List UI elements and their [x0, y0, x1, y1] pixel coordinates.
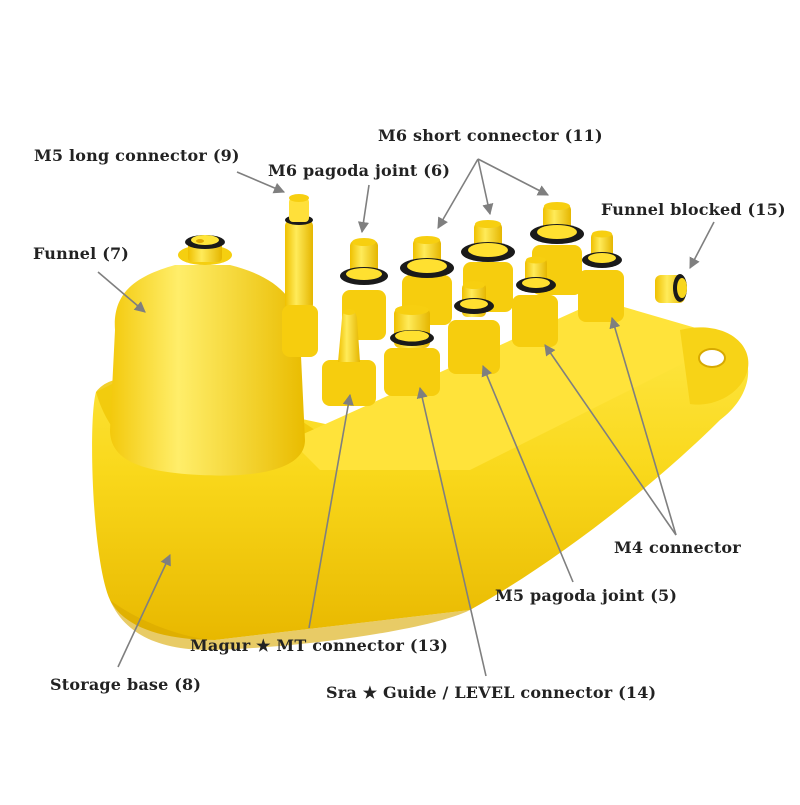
- label-m5-pagoda-joint: M5 pagoda joint (5): [495, 586, 678, 605]
- funnel-blocked: [655, 274, 687, 303]
- m5-pagoda-joint: [448, 281, 500, 374]
- label-funnel-blocked: Funnel blocked (15): [601, 200, 786, 219]
- leader-m4-a: [609, 316, 677, 536]
- leader-magur: [308, 393, 354, 629]
- label-m5-long-connector: M5 long connector (9): [34, 146, 240, 165]
- leader-m4-b: [544, 344, 677, 536]
- leader-m6-pagoda: [357, 184, 370, 234]
- magur-mt-connector: [322, 309, 376, 406]
- label-sra-guide-level-connector: Sra ★ Guide / LEVEL connector (14): [326, 683, 657, 702]
- leader-m6-short-a: [437, 158, 479, 229]
- leader-m5-pagoda: [481, 364, 574, 583]
- m6-short-connector-3: [530, 202, 584, 295]
- label-funnel: Funnel (7): [33, 244, 130, 263]
- m5-long-connector: [282, 194, 318, 357]
- leader-lines: [97, 158, 715, 677]
- leader-m6-short-c: [477, 158, 549, 196]
- leader-m5-long: [236, 171, 286, 194]
- funnel: [110, 235, 305, 476]
- sra-guide-level-connector: [384, 305, 440, 396]
- leader-storage-base: [117, 553, 171, 668]
- m4-connector-2: [578, 230, 624, 322]
- leader-funnel-blocked: [689, 221, 715, 269]
- label-m6-short-connector: M6 short connector (11): [378, 126, 603, 145]
- leader-funnel: [97, 271, 146, 313]
- leader-m6-short-b: [477, 158, 494, 216]
- leader-sra: [416, 386, 487, 677]
- label-m6-pagoda-joint: M6 pagoda joint (6): [268, 161, 451, 180]
- mounting-tab: [680, 327, 749, 405]
- m4-connector-1: [512, 256, 558, 347]
- label-m4-connector: M4 connector: [614, 538, 741, 557]
- label-magur-mt-connector: Magur ★ MT connector (13): [190, 636, 449, 655]
- label-storage-base: Storage base (8): [50, 675, 202, 694]
